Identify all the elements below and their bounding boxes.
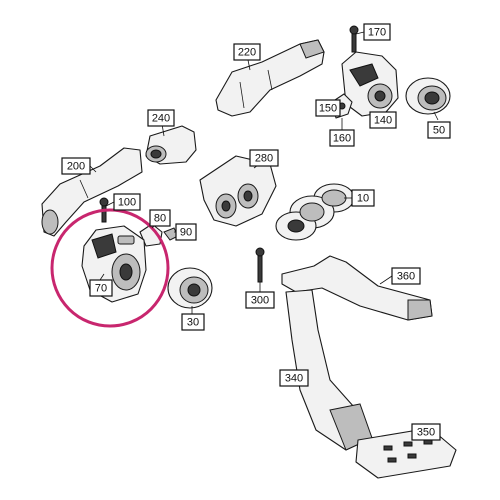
callout-box-70 bbox=[89, 279, 113, 297]
highlight-circle-part-70 bbox=[50, 208, 170, 328]
callout-140: 140 bbox=[369, 111, 397, 129]
part-300-sensor[interactable] bbox=[255, 247, 265, 283]
callout-text-80: 80 bbox=[154, 213, 166, 225]
callout-300: 300 bbox=[245, 291, 275, 309]
callout-text-90: 90 bbox=[180, 227, 192, 239]
callout-text-140: 140 bbox=[374, 115, 392, 127]
part-140-blower-housing[interactable] bbox=[341, 51, 399, 117]
callout-170: 170 bbox=[363, 23, 391, 41]
callout-text-10: 10 bbox=[357, 193, 369, 205]
callout-box-340 bbox=[279, 369, 309, 387]
callout-box-170 bbox=[363, 23, 391, 41]
callout-box-220 bbox=[233, 43, 261, 61]
callout-10: 10 bbox=[351, 189, 375, 207]
callout-text-150: 150 bbox=[319, 103, 337, 115]
callout-text-200: 200 bbox=[67, 161, 85, 173]
callout-280: 280 bbox=[249, 149, 279, 167]
callout-50: 50 bbox=[427, 121, 451, 139]
callout-240: 240 bbox=[147, 109, 175, 127]
callout-text-30: 30 bbox=[187, 317, 199, 329]
part-10-outlet-assembly[interactable] bbox=[275, 183, 355, 241]
callout-text-170: 170 bbox=[368, 27, 386, 39]
callout-360: 360 bbox=[391, 267, 421, 285]
callout-150: 150 bbox=[315, 99, 341, 117]
part-280-manifold[interactable] bbox=[199, 155, 277, 227]
callout-70: 70 bbox=[89, 279, 113, 297]
part-30-round-vent[interactable] bbox=[167, 267, 213, 309]
callout-box-80 bbox=[149, 209, 171, 227]
callout-340: 340 bbox=[279, 369, 309, 387]
callout-text-360: 360 bbox=[397, 271, 415, 283]
part-100-bolt[interactable] bbox=[99, 197, 109, 223]
callout-box-240 bbox=[147, 109, 175, 127]
part-50-round-vent[interactable] bbox=[405, 77, 451, 115]
callout-box-150 bbox=[315, 99, 341, 117]
callout-90: 90 bbox=[175, 223, 197, 241]
callout-100: 100 bbox=[113, 193, 141, 211]
callout-text-70: 70 bbox=[95, 283, 107, 295]
part-360-duct[interactable] bbox=[281, 255, 433, 321]
callout-box-140 bbox=[369, 111, 397, 129]
part-240-elbow-duct[interactable] bbox=[145, 125, 197, 165]
callout-box-280 bbox=[249, 149, 279, 167]
callout-labels: 220 170 240 150 140 50 160 200 280 100 10 80 90 70 360… bbox=[61, 23, 451, 441]
callout-30: 30 bbox=[181, 313, 205, 331]
callout-text-100: 100 bbox=[118, 197, 136, 209]
callout-text-280: 280 bbox=[255, 153, 273, 165]
callout-box-350 bbox=[411, 423, 441, 441]
callout-220: 220 bbox=[233, 43, 261, 61]
callout-box-100 bbox=[113, 193, 141, 211]
callout-box-200 bbox=[61, 157, 91, 175]
callout-text-300: 300 bbox=[251, 295, 269, 307]
callout-box-300 bbox=[245, 291, 275, 309]
callout-350: 350 bbox=[411, 423, 441, 441]
callout-160: 160 bbox=[329, 129, 355, 147]
callout-text-220: 220 bbox=[238, 47, 256, 59]
callout-box-30 bbox=[181, 313, 205, 331]
part-200-duct[interactable] bbox=[41, 147, 143, 237]
callout-box-360 bbox=[391, 267, 421, 285]
callout-200: 200 bbox=[61, 157, 91, 175]
callout-box-10 bbox=[351, 189, 375, 207]
callout-text-240: 240 bbox=[152, 113, 170, 125]
callout-text-160: 160 bbox=[333, 133, 351, 145]
part-220-duct[interactable] bbox=[215, 39, 325, 117]
callout-box-160 bbox=[329, 129, 355, 147]
callout-text-50: 50 bbox=[433, 125, 445, 137]
callout-box-50 bbox=[427, 121, 451, 139]
callout-box-90 bbox=[175, 223, 197, 241]
callout-text-350: 350 bbox=[417, 427, 435, 439]
callout-80: 80 bbox=[149, 209, 171, 227]
callout-text-340: 340 bbox=[285, 373, 303, 385]
part-170-bolt[interactable] bbox=[349, 25, 359, 53]
